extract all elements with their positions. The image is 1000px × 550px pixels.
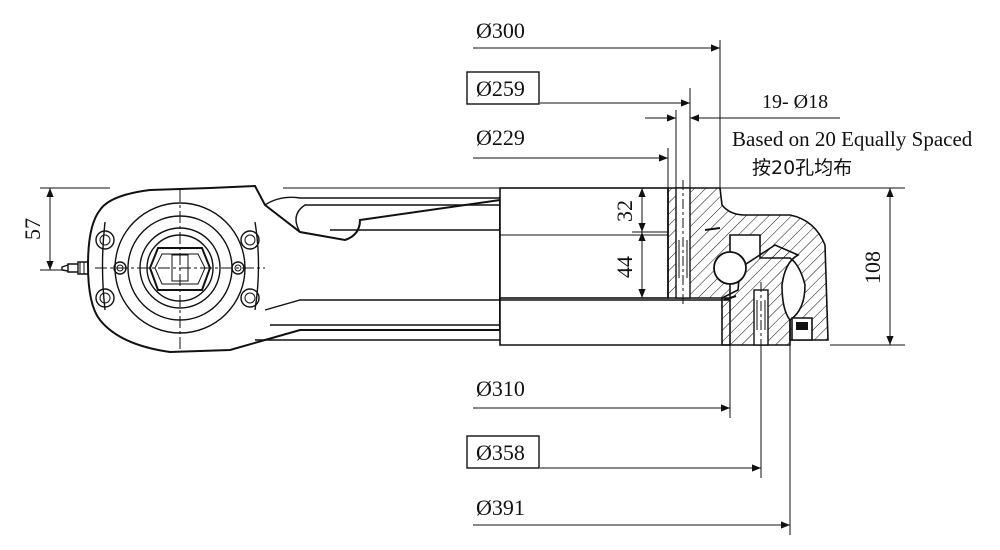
dimension-lines bbox=[40, 40, 905, 535]
ring-cross-section bbox=[499, 180, 829, 350]
note-spacing-en: Based on 20 Equally Spaced bbox=[732, 127, 973, 151]
note-spacing-cn: 按20孔均布 bbox=[752, 157, 852, 179]
worm-housing bbox=[61, 184, 501, 354]
dim-h44: 44 bbox=[612, 256, 637, 278]
dim-d358-box bbox=[466, 435, 540, 469]
dim-holes: 19- Ø18 bbox=[762, 91, 828, 113]
dim-d300: Ø300 bbox=[476, 18, 525, 43]
dim-d310: Ø310 bbox=[476, 376, 525, 401]
dim-h57: 57 bbox=[20, 218, 45, 240]
dim-d259: Ø259 bbox=[476, 76, 525, 101]
dim-d358: Ø358 bbox=[476, 440, 525, 465]
dim-d229: Ø229 bbox=[476, 125, 525, 150]
dim-d391: Ø391 bbox=[476, 495, 525, 520]
dim-d259-box bbox=[466, 71, 540, 105]
dim-h108: 108 bbox=[860, 251, 885, 284]
dim-h32: 32 bbox=[612, 200, 637, 222]
